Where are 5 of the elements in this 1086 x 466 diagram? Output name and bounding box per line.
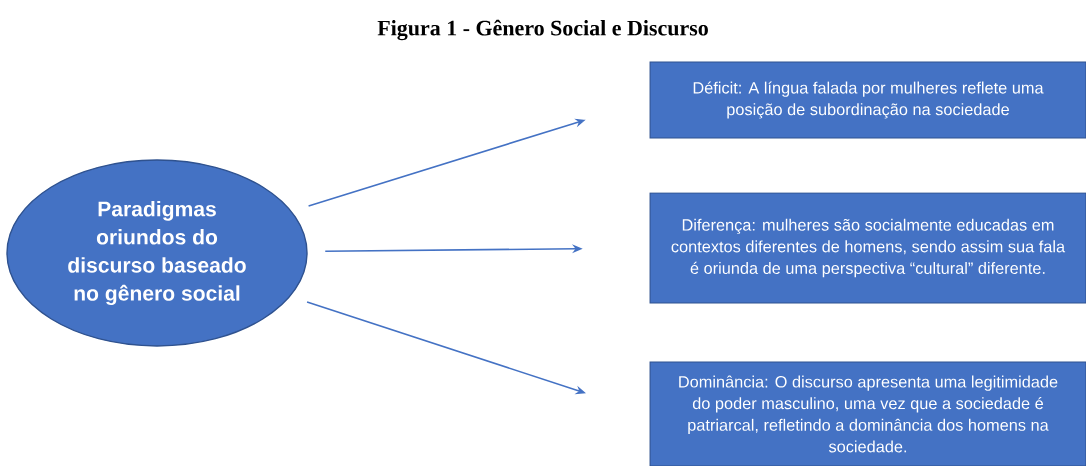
text-box: Déficit: A língua falada por mulheres reflete uma posição de subordinação na sociedade bbox=[649, 61, 1086, 139]
ellipse-node: Paradigmas oriundos do discurso baseado no gênero social bbox=[6, 159, 308, 347]
text-box: Dominância: O discurso apresenta uma legitimidade do poder masculino, uma vez que a sociedade é patriarcal, refletindo a dominância dos homens na sociedade. bbox=[649, 361, 1086, 466]
text-box: Diferença: mulheres são socialmente educadas em contextos diferentes de homens, sendo assim sua fala é oriunda de uma perspectiva “cultural” diferente. bbox=[649, 192, 1086, 304]
figure-title: Figura 1 - Gênero Social e Discurso bbox=[377, 19, 708, 41]
